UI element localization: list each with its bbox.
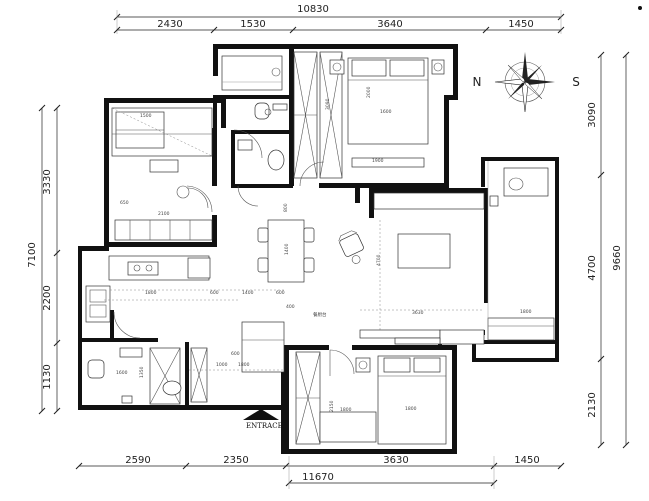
entrance-marker: ENTRACE — [243, 409, 283, 430]
svg-text:1000: 1000 — [216, 362, 228, 368]
svg-text:600: 600 — [276, 290, 285, 296]
right-seg-2: 4700 — [587, 255, 598, 280]
corner-dot — [638, 6, 642, 10]
svg-text:600: 600 — [231, 351, 240, 357]
kitchen: 1800 600 1400 600 — [85, 255, 286, 323]
svg-text:1900: 1900 — [372, 158, 384, 164]
door-arcs — [187, 185, 331, 376]
sink-icon — [267, 149, 285, 171]
svg-text:1800: 1800 — [145, 290, 157, 296]
dining-note: 餐厨台 — [313, 311, 327, 318]
svg-text:1500: 1500 — [140, 113, 152, 119]
second-bedroom: 2100 1500 650 — [111, 107, 213, 241]
svg-text:2100: 2100 — [158, 211, 170, 217]
svg-text:1350: 1350 — [139, 366, 145, 378]
top-seg-4: 1450 — [508, 19, 533, 30]
svg-text:1600: 1600 — [380, 109, 392, 115]
svg-text:1800: 1800 — [520, 309, 532, 315]
left-seg-3: 1130 — [42, 364, 53, 389]
left-dimension-chain: 7100 3330 2200 1130 — [27, 104, 61, 415]
top-seg-1: 2430 — [157, 19, 182, 30]
toilet-icon — [254, 102, 270, 120]
svg-text:2000: 2000 — [366, 86, 372, 98]
bottom-total-dim: 11670 — [302, 472, 334, 483]
top-dimension-chain: 10830 2430 1530 3640 1450 — [113, 4, 565, 34]
svg-text:4700: 4700 — [376, 254, 382, 266]
living-area: 4700 3630 — [338, 192, 485, 345]
svg-text:2150: 2150 — [329, 400, 335, 412]
svg-text:800: 800 — [283, 203, 289, 212]
bottom-bedroom: 1800 1800 2150 — [295, 349, 447, 445]
left-total-dim: 7100 — [27, 242, 38, 267]
bottom-dimension-chain: 2590 2350 3630 1450 11670 — [75, 455, 565, 489]
dining-table — [267, 219, 305, 283]
compass-north-label: N — [473, 75, 482, 89]
svg-text:1400: 1400 — [284, 243, 290, 255]
bottom-seg-2: 2350 — [223, 455, 248, 466]
svg-text:3090: 3090 — [325, 98, 331, 110]
top-seg-2: 1530 — [240, 19, 265, 30]
svg-text:1800: 1800 — [238, 362, 250, 368]
right-total-dim: 9660 — [612, 245, 623, 270]
svg-text:1400: 1400 — [242, 290, 254, 296]
desk — [114, 219, 213, 241]
dining-area: 1400 800 — [257, 203, 315, 283]
svg-text:1800: 1800 — [340, 407, 352, 413]
entrance-label: ENTRACE — [246, 422, 283, 430]
basin-icon — [162, 380, 182, 396]
tv-cabinet — [351, 157, 425, 168]
left-seg-1: 3330 — [42, 169, 53, 194]
bottom-seg-1: 2590 — [125, 455, 150, 466]
right-seg-3: 2130 — [587, 392, 598, 417]
coffee-table — [397, 233, 451, 269]
svg-text:1800: 1800 — [405, 406, 417, 412]
exterior-walls — [78, 44, 559, 454]
lounge-chair-icon — [338, 230, 364, 264]
balcony: 1800 — [487, 161, 555, 341]
svg-text:650: 650 — [120, 200, 129, 206]
lower-bathroom: 1600 1350 — [87, 311, 182, 405]
kitchen-sink — [85, 285, 111, 323]
stove-icon — [127, 261, 159, 276]
svg-text:400: 400 — [286, 304, 295, 310]
sofa-back — [373, 192, 485, 210]
svg-text:1600: 1600 — [116, 370, 128, 376]
right-dimension-chain: 3090 4700 2130 9660 — [587, 51, 630, 449]
master-bathroom — [221, 55, 288, 171]
right-seg-1: 3090 — [587, 102, 598, 127]
top-seg-3: 3640 — [377, 19, 402, 30]
top-total-dim: 10830 — [297, 4, 329, 15]
entry-hall: 600 1000 1800 餐厨台 400 — [189, 304, 327, 403]
balcony-sink — [503, 167, 549, 197]
master-bedroom: 1600 2000 1900 3090 — [293, 51, 445, 187]
toilet-icon-lower — [87, 359, 105, 379]
svg-text:3630: 3630 — [412, 310, 424, 316]
left-seg-2: 2200 — [42, 285, 53, 310]
bottom-seg-4: 1450 — [514, 455, 539, 466]
svg-text:600: 600 — [210, 290, 219, 296]
compass-rose: N S — [473, 52, 580, 113]
bottom-seg-3: 3630 — [383, 455, 408, 466]
compass-south-label: S — [572, 75, 580, 89]
